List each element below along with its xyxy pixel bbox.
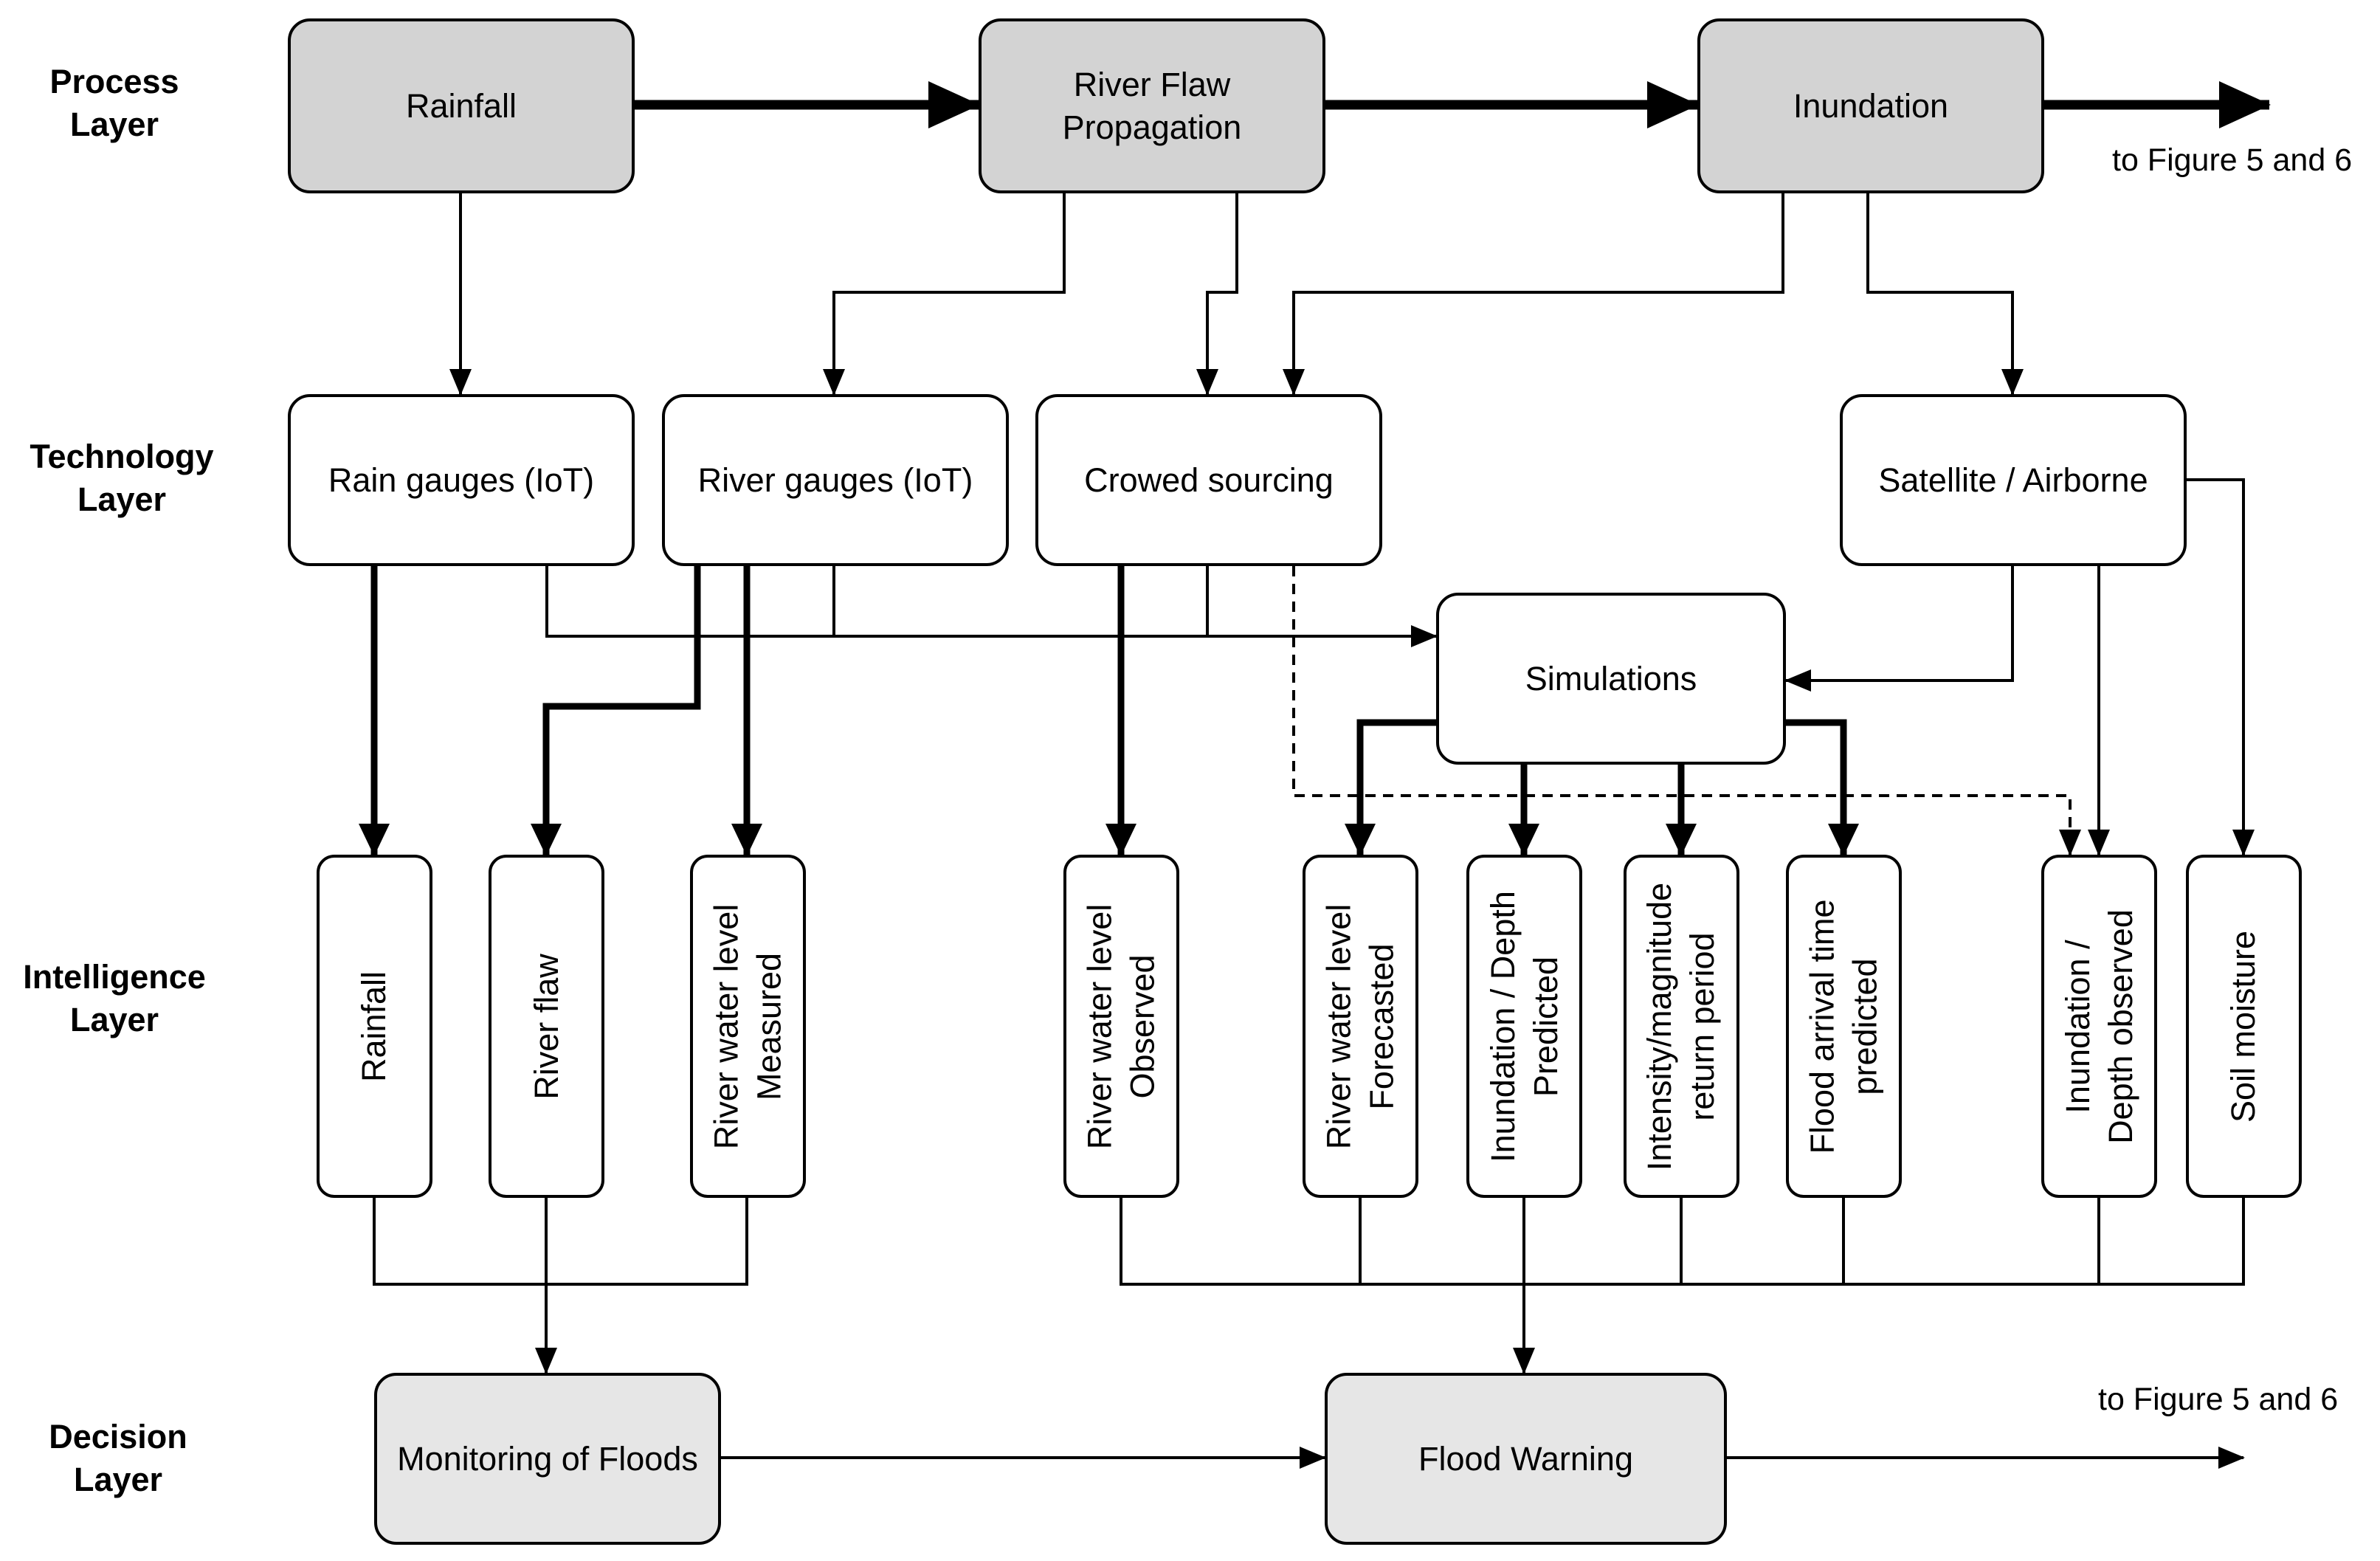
arrow-satellite-to-soil-moisture xyxy=(2184,478,2255,856)
process-river-flaw-label: River Flaw Propagation xyxy=(1062,65,1242,146)
process-river-flaw-box: River Flaw Propagation xyxy=(979,18,1325,193)
intel-level-measured-label: River water level Measured xyxy=(707,903,788,1149)
decision-layer-label: Decision Layer xyxy=(49,1418,187,1498)
intel-level-forecasted-box: River water level Forecasted xyxy=(1303,855,1418,1198)
intel-arrival-time-box: Flood arrival time predicted xyxy=(1786,855,1902,1198)
intel-level-forecasted-label: River water level Forecasted xyxy=(1320,903,1401,1149)
intel-level-observed-box: River water level Observed xyxy=(1063,855,1179,1198)
line-rain-gauges-to-simulations xyxy=(545,566,1438,647)
arrow-river-flaw-to-river-gauges xyxy=(823,193,1066,396)
intel-inundation-predicted-label: Inundation / Depth Predicted xyxy=(1483,890,1565,1162)
arrow-satellite-to-simulations xyxy=(1784,566,2014,692)
intelligence-layer-label: Intelligence Layer xyxy=(23,958,206,1038)
intel-rainfall-label: Rainfall xyxy=(355,971,393,1082)
intel-river-flaw-label: River flaw xyxy=(527,953,565,1100)
note-top: to Figure 5 and 6 xyxy=(2112,142,2353,178)
rain-gauges-label: Rain gauges (IoT) xyxy=(328,461,595,499)
river-gauges-box: River gauges (IoT) xyxy=(662,394,1009,566)
flood-warning-box: Flood Warning xyxy=(1325,1373,1727,1545)
intel-intensity-box: Intensity/magnitude return period xyxy=(1624,855,1739,1198)
intel-level-measured-box: River water level Measured xyxy=(690,855,806,1198)
note-bottom: to Figure 5 and 6 xyxy=(2098,1382,2339,1417)
crowed-sourcing-label: Crowed sourcing xyxy=(1084,461,1334,499)
river-gauges-label: River gauges (IoT) xyxy=(697,461,973,499)
monitoring-floods-box: Monitoring of Floods xyxy=(374,1373,721,1545)
satellite-box: Satellite / Airborne xyxy=(1840,394,2187,566)
intel-soil-moisture-box: Soil moisture xyxy=(2186,855,2302,1198)
satellite-label: Satellite / Airborne xyxy=(1878,461,2148,499)
intel-inundation-observed-label: Inundation / Depth observed xyxy=(2058,909,2139,1144)
arrow-inundation-to-crowed-sourcing xyxy=(1283,193,1784,396)
intel-inundation-predicted-box: Inundation / Depth Predicted xyxy=(1466,855,1582,1198)
arrow-inundation-to-satellite xyxy=(1866,193,2024,396)
arrow-sim-to-level-forecasted xyxy=(1345,719,1436,856)
process-rainfall-box: Rainfall xyxy=(288,18,635,193)
intel-intensity-label: Intensity/magnitude return period xyxy=(1641,882,1722,1171)
intel-rainfall-box: Rainfall xyxy=(317,855,432,1198)
simulations-label: Simulations xyxy=(1525,659,1697,697)
intel-arrival-time-label: Flood arrival time predicted xyxy=(1803,898,1884,1154)
simulations-box: Simulations xyxy=(1436,593,1786,765)
technology-layer-label: Technology Layer xyxy=(30,438,214,518)
monitoring-floods-label: Monitoring of Floods xyxy=(397,1439,698,1478)
arrow-river-gauges-to-river-flaw xyxy=(531,566,701,856)
dashed-crowed-to-inundation-observed xyxy=(1292,566,2081,856)
intel-river-flaw-box: River flaw xyxy=(489,855,604,1198)
intel-inundation-observed-box: Inundation / Depth observed xyxy=(2041,855,2157,1198)
crowed-sourcing-box: Crowed sourcing xyxy=(1035,394,1382,566)
process-rainfall-label: Rainfall xyxy=(405,86,517,125)
process-layer-label: Process Layer xyxy=(49,63,179,143)
arrow-river-flaw-to-crowed-sourcing xyxy=(1196,193,1238,396)
bus-left-intelligence xyxy=(373,1198,748,1286)
arrow-sim-to-arrival-time xyxy=(1786,719,1859,856)
flood-warning-label: Flood Warning xyxy=(1418,1439,1633,1478)
process-inundation-box: Inundation xyxy=(1697,18,2044,193)
intel-level-observed-label: River water level Observed xyxy=(1080,903,1162,1149)
rain-gauges-box: Rain gauges (IoT) xyxy=(288,394,635,566)
intel-soil-moisture-label: Soil moisture xyxy=(2224,930,2263,1123)
process-inundation-label: Inundation xyxy=(1793,86,1949,125)
